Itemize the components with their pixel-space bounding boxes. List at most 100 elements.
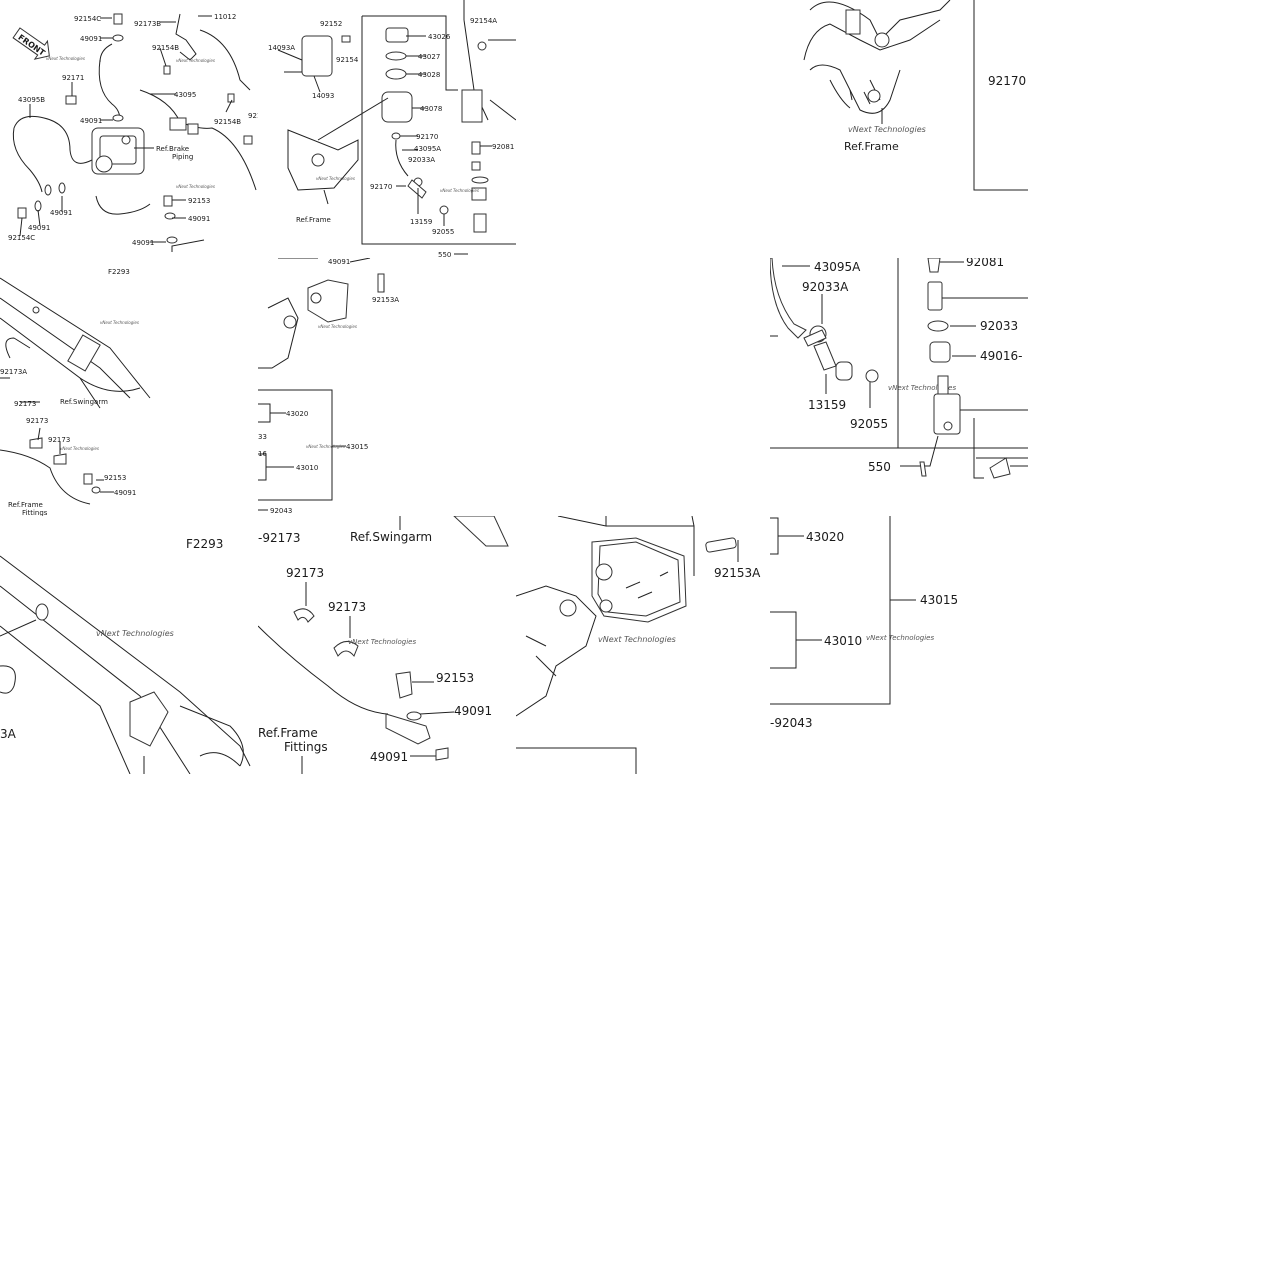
part-label: 92033 [980,319,1018,333]
part-label: 49091 [188,215,210,223]
part-label: 49091 [454,704,492,718]
part-label: 49091 [132,239,154,247]
part-label: 92153 [436,671,474,685]
part-label: 16 [258,450,267,458]
part-label: 14093 [312,92,334,100]
part-label: F2293 [186,537,223,551]
part-label: 550 [868,460,891,474]
part-label: vNext Technologies [306,444,345,449]
part-label: 43010 [824,634,862,648]
ref-frame-label: Ref.Frame [296,216,331,224]
part-label: 550 [438,251,451,258]
part-label: vNext Technologies [176,58,215,63]
part-label: 92170 [416,133,438,141]
part-label: vNext Technologies [316,176,355,181]
part-label: 43027 [418,53,440,61]
diagram-detail-frame: vNext Technologies Ref.Frame 92170 [770,0,1028,258]
part-label: 49016- [980,349,1023,363]
part-label: 92170 [370,183,392,191]
part-label: 49091 [114,489,136,497]
part-label: 92033A [802,280,849,294]
part-label: 92043 [270,507,292,515]
diagram-detail-cylinder: 43095A 92033A 13159 92055 vNext Technolo… [770,258,1028,516]
diagram-detail-swingarm: F2293 3A vNext Technologies [0,516,258,774]
part-label: 92154C [74,15,101,23]
part-label: 43020 [286,410,308,418]
part-label: 43095A [414,145,441,153]
part-label: 13159 [808,398,846,412]
part-label: 43026 [428,33,451,41]
part-label: 49091 [80,35,102,43]
part-label: 92173 [14,400,36,408]
part-label: 43095 [174,91,196,99]
part-label: vNext Technologies [100,320,139,325]
part-label: 14093A [268,44,295,52]
part-label: 43095B [18,96,45,104]
part-label: 92173 [286,566,324,580]
watermark: vNext Technologies [46,56,85,61]
part-label: vNext Technologies [866,634,934,642]
part-label: 92173A [0,368,27,376]
part-label: 92173 [26,417,48,425]
part-label: vNext Technologies [348,638,416,646]
abs-unit [91,127,145,175]
part-label: vNext Technologies [96,629,174,638]
part-label: 92154B [214,118,241,126]
part-label: 43010 [296,464,318,472]
part-label: 49091 [28,224,50,232]
part-label: 92170 [988,74,1026,88]
part-label: 92173 [48,436,70,444]
part-label: vNext Technologies [848,125,926,134]
part-label: 3A [0,727,17,741]
part-label: vNext Technologies [176,184,215,189]
part-label: 92081 [966,258,1004,269]
part-label: 49091 [50,209,72,217]
part-label: 92153 [104,474,126,482]
diagram-overview-left: FRONT 92154C 49091 92173B 11012 92154B [0,0,258,258]
part-label: 49091 [80,117,102,125]
part-label: F2293 [108,268,130,276]
part-label: 92173 [328,600,366,614]
part-label: 92171 [62,74,84,82]
part-label: 43015 [920,593,958,607]
part-label: vNext Technologies [60,446,99,451]
part-label: Ref.Frame [8,501,43,509]
part-label: 92173B [134,20,161,28]
part-label: 33 [258,433,267,441]
part-label: 49091 [328,258,350,266]
part-label: vNext Technologies [598,635,676,644]
part-label: 92153 [188,197,210,205]
part-label: vNext Technologies [440,188,479,193]
part-label: -92043 [770,716,813,730]
ref-swingarm-label-detail: Ref.Swingarm [350,530,432,544]
diagram-detail-tree: 43020 43015 43010 -92043 vNext Technolog… [770,516,1028,774]
part-label: 92081 [492,143,514,151]
ref-brake-label-2: Piping [172,153,193,161]
part-label: 49091 [370,750,408,764]
part-label: Fittings [22,509,48,516]
ref-brake-label-1b: Ref.Brake [156,145,189,153]
part-label: 92033A [408,156,435,164]
part-label: 43020 [806,530,844,544]
part-label: 92153A [372,296,399,304]
diagram-overview-swingarm: F2293 92173A 92173 Ref.Swingarm vNext Te… [0,258,258,516]
part-label: 43028 [418,71,440,79]
part-label: Fittings [284,740,328,754]
part-label: vNext Technologies [888,384,956,392]
part-label: 92154 [336,56,359,64]
part-label: vNext Technologies [318,324,357,329]
part-label: 92152 [320,20,342,28]
part-label: 43095A [814,260,861,274]
part-label: Ref.Frame [258,726,318,740]
part-label: 92055 [850,417,888,431]
part-label: 92171 [248,112,258,120]
ref-frame-label-detail: Ref.Frame [844,140,899,153]
part-label: 13159 [410,218,432,226]
diagram-detail-bracket: 92153A vNext Technologies [516,516,774,774]
part-label: 11012 [214,13,236,21]
diagram-detail-piping: -92173 Ref.Swingarm 92173 92173 92153 49… [258,516,516,774]
part-label: 92154B [152,44,179,52]
part-label: 43015 [346,443,368,451]
diagram-overview-assembly: 49091 92153A vNext Technologies 43020 33… [258,258,516,516]
part-label: 43078 [420,105,442,113]
